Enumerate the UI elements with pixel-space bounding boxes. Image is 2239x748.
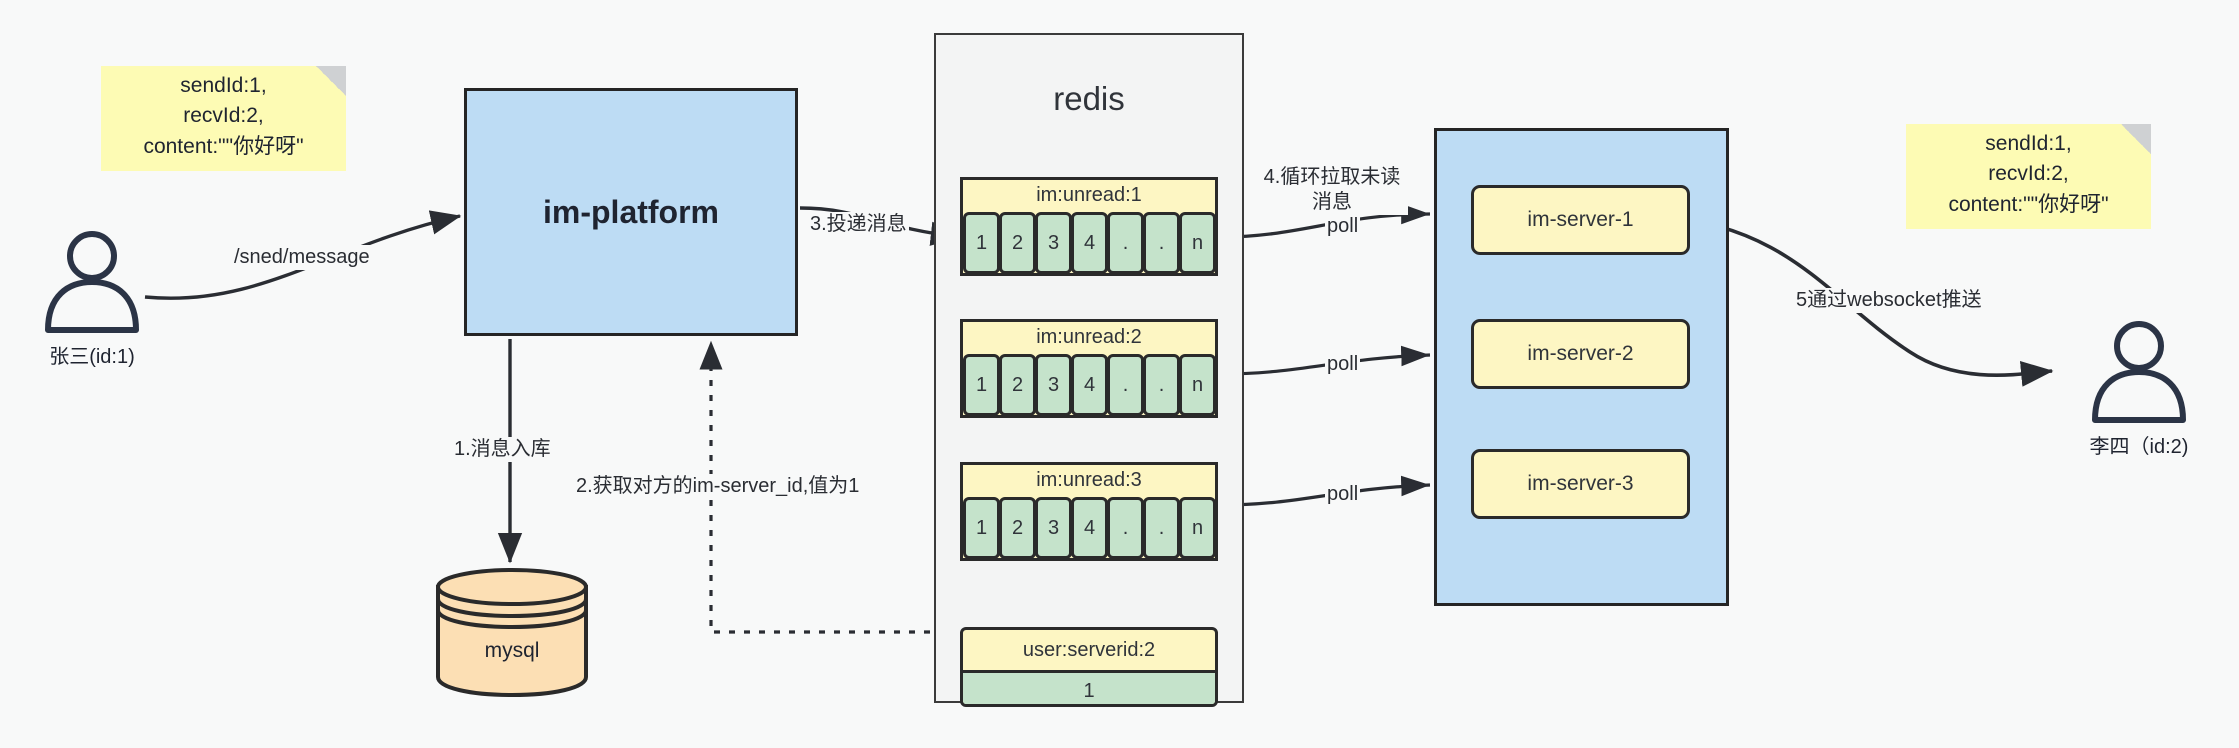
redis-title: redis — [1053, 80, 1125, 117]
queue-cells: 1 2 3 4 . . n — [963, 497, 1216, 559]
actor-sender: 张三(id:1) — [22, 230, 162, 369]
edge-label-send-message: /sned/message — [232, 245, 372, 270]
actor-receiver-label: 李四（id:2) — [2089, 436, 2189, 458]
note-fold-icon — [316, 66, 346, 96]
note-fold-icon — [2121, 124, 2151, 154]
queue-cell: 1 — [963, 497, 1000, 559]
sticky-note-left-text: sendId:1, recvId:2, content:""你好呀" — [143, 73, 304, 158]
queue-key-label: im:unread:1 — [1036, 184, 1142, 206]
sticky-note-right-text: sendId:1, recvId:2, content:""你好呀" — [1948, 131, 2109, 216]
queue-cells: 1 2 3 4 . . n — [963, 354, 1216, 416]
actor-receiver: 李四（id:2) — [2069, 320, 2209, 459]
sticky-note-left: sendId:1, recvId:2, content:""你好呀" — [101, 66, 346, 171]
redis-queue-im-unread-1[interactable]: im:unread:1 1 2 3 4 . . n — [960, 177, 1218, 276]
node-im-platform[interactable]: im-platform — [464, 88, 798, 336]
edge-label-step5: 5通过websocket推送 — [1794, 288, 1984, 313]
edge-label-poll-2: poll — [1325, 352, 1361, 377]
queue-cell: n — [1179, 354, 1216, 416]
node-im-server-3-label: im-server-3 — [1527, 472, 1634, 495]
kv-key-label: user:serverid:2 — [1022, 638, 1156, 661]
node-im-server-1-label: im-server-1 — [1527, 208, 1634, 231]
redis-queue-im-unread-3[interactable]: im:unread:3 1 2 3 4 . . n — [960, 462, 1218, 561]
edge-label-step2: 2.获取对方的im-server_id,值为1 — [574, 474, 862, 499]
queue-cell: 1 — [963, 212, 1000, 274]
queue-cells: 1 2 3 4 . . n — [963, 212, 1216, 274]
edge-label-step4: 4.循环拉取未读消息 — [1256, 165, 1408, 215]
queue-cell: . — [1143, 212, 1180, 274]
queue-cell: n — [1179, 212, 1216, 274]
queue-cell: 2 — [999, 497, 1036, 559]
queue-cell: 4 — [1071, 497, 1108, 559]
queue-cell: 2 — [999, 212, 1036, 274]
node-im-platform-label: im-platform — [543, 193, 719, 230]
queue-cell: . — [1143, 354, 1180, 416]
node-mysql-database[interactable]: mysql — [432, 565, 592, 698]
person-icon — [2092, 321, 2186, 423]
edge-label-step3: 3.投递消息 — [808, 212, 909, 237]
queue-key-label: im:unread:2 — [1036, 326, 1142, 348]
redis-kv-user-serverid[interactable]: user:serverid:2 1 — [960, 627, 1218, 707]
kv-value-label: 1 — [963, 670, 1215, 704]
node-mysql-label: mysql — [484, 639, 540, 662]
edge-label-step1: 1.消息入库 — [452, 437, 553, 462]
node-im-server-3[interactable]: im-server-3 — [1471, 449, 1690, 519]
edge-label-poll-3: poll — [1325, 482, 1361, 507]
node-im-server-cluster: im-server-1 im-server-2 im-server-3 — [1434, 128, 1729, 606]
database-cylinder-icon — [436, 568, 588, 698]
actor-sender-label: 张三(id:1) — [49, 346, 135, 368]
node-im-server-2[interactable]: im-server-2 — [1471, 319, 1690, 389]
queue-cell: . — [1107, 497, 1144, 559]
queue-cell: 3 — [1035, 212, 1072, 274]
queue-cell: 4 — [1071, 212, 1108, 274]
queue-cell: . — [1107, 212, 1144, 274]
node-im-server-1[interactable]: im-server-1 — [1471, 185, 1690, 255]
node-redis-container: redis im:unread:1 1 2 3 4 . . n im:unrea… — [934, 33, 1244, 707]
queue-cell: 3 — [1035, 497, 1072, 559]
redis-queue-im-unread-2[interactable]: im:unread:2 1 2 3 4 . . n — [960, 319, 1218, 418]
queue-cell: n — [1179, 497, 1216, 559]
queue-key-label: im:unread:3 — [1036, 469, 1142, 491]
edge-label-poll-1: poll — [1325, 214, 1361, 239]
queue-cell: 3 — [1035, 354, 1072, 416]
queue-cell: 2 — [999, 354, 1036, 416]
queue-cell: . — [1107, 354, 1144, 416]
node-im-server-2-label: im-server-2 — [1527, 342, 1634, 365]
sticky-note-right: sendId:1, recvId:2, content:""你好呀" — [1906, 124, 2151, 229]
person-icon — [45, 231, 139, 333]
queue-cell: . — [1143, 497, 1180, 559]
queue-cell: 1 — [963, 354, 1000, 416]
queue-cell: 4 — [1071, 354, 1108, 416]
